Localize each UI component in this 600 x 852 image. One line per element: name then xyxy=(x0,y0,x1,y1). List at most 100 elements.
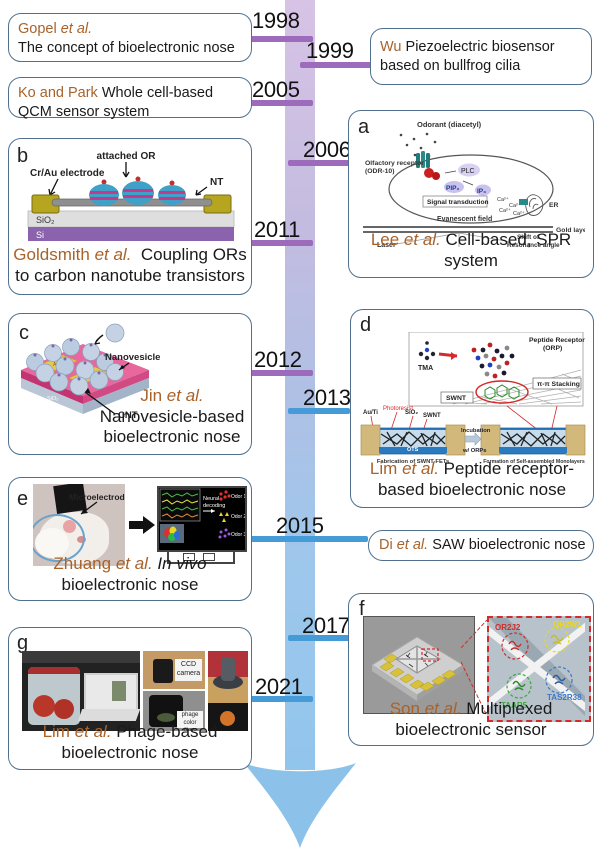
signal-box xyxy=(422,195,488,208)
ca-label: Ca²⁺ xyxy=(497,196,509,203)
chip-side xyxy=(372,665,417,701)
caption-line2: bioelectronic nose xyxy=(61,574,199,594)
caption-line1: Peptide receptor- xyxy=(443,458,575,478)
peptide-receptor-label-2: (ORP) xyxy=(543,345,562,352)
plc-bubble xyxy=(458,163,480,177)
timeline-shaft xyxy=(285,0,315,770)
microelectrode-label: Microelectrode xyxy=(69,492,125,502)
panel-c-caption: Jin et al. Nanovesicle-based bioelectron… xyxy=(97,386,247,448)
detached-vesicle-icon xyxy=(105,323,125,343)
chip-base-right xyxy=(83,378,149,414)
panel-letter-g: g xyxy=(17,632,29,654)
author-name: Lim xyxy=(42,721,70,741)
ip3-label: IP₃ xyxy=(477,188,486,195)
nanovesicle-chip-schematic: Au/Ni Au/Ni SiO₂ Nanovesicle xyxy=(21,323,160,421)
stand-button xyxy=(183,553,195,561)
year-label-2015: 2015 xyxy=(276,513,324,538)
shift-label-1: Shift of xyxy=(517,234,540,241)
incubation-arrow-icon xyxy=(464,432,482,446)
year-label-1998: 1998 xyxy=(252,8,300,33)
milestone-text-line2: QCM sensor system xyxy=(18,103,150,120)
panel-d-caption: Lim et al. Peptide receptor- based bioel… xyxy=(351,458,593,501)
curved-arrow-icon xyxy=(94,334,104,345)
or2j2-molecule-icon xyxy=(508,640,522,651)
si-layer xyxy=(28,227,234,241)
tick-2006 xyxy=(288,160,350,166)
author-name: Wu xyxy=(380,39,402,55)
fruit xyxy=(220,711,235,726)
panel-e-zhuang-box: e Microelectrode xyxy=(8,477,252,601)
tick-2012 xyxy=(248,370,313,376)
year-label-2021: 2021 xyxy=(255,674,303,699)
or2j2-circle xyxy=(501,632,529,660)
arrow-line xyxy=(84,391,116,415)
caption-line1: Multiplexed xyxy=(466,698,553,718)
receptor-discs xyxy=(89,176,186,206)
author-name: Gopel xyxy=(18,21,57,37)
panel-a-lee-box: a Odorant (diacetyl) Olfactory receptor … xyxy=(348,110,594,278)
odor1-label: Odor 1 xyxy=(231,494,245,500)
pip2-label: PIP₂ xyxy=(446,185,459,192)
peptide-cluster-icon xyxy=(471,342,515,379)
milestone-text: SAW bioelectronic nose xyxy=(432,537,586,553)
author-name: Jin xyxy=(140,385,163,405)
monitor-stand xyxy=(167,550,235,564)
swnt2-label: SWNT xyxy=(423,413,441,419)
device-on-belt-photo xyxy=(208,651,248,731)
or2w1-label: OR2W1 xyxy=(553,620,582,629)
caption-line2: bioelectronic nose xyxy=(103,427,241,447)
tick-2021 xyxy=(248,696,313,702)
laser-label: Laser xyxy=(377,242,396,249)
ca-label: Ca²⁺ xyxy=(499,207,511,214)
caption-line1: Coupling ORs xyxy=(140,244,247,264)
ca-label: Ca²⁺ xyxy=(509,202,521,209)
odor2-label: Odor 2 xyxy=(231,514,245,520)
camera-device xyxy=(153,659,173,683)
aromatic-rings-icon xyxy=(484,384,520,400)
nt-label: NT xyxy=(210,177,223,188)
monitor-frame: Neural decoding Odor 1 Odor 2 Odor 3 xyxy=(157,486,247,552)
receptor-quadrants-inset: OR2J2 OR2W1 TAAR5 TAS2R38 xyxy=(487,616,591,722)
milestone-text-line1: Whole cell-based xyxy=(101,85,214,101)
caption-line2: bioelectronic sensor xyxy=(395,719,547,739)
ip3-bubble xyxy=(475,184,491,196)
odor3-label: Odor 3 xyxy=(231,532,245,538)
author-name: Ko and Park xyxy=(18,85,98,101)
black-arrow-icon xyxy=(129,516,155,534)
tick-1998 xyxy=(248,36,313,42)
year-label-2006: 2006 xyxy=(303,137,351,162)
annotation-circle xyxy=(33,514,85,562)
signal-label: Signal transduction xyxy=(427,199,489,206)
odor2-triangles xyxy=(219,512,229,522)
panel-letter-b: b xyxy=(17,145,29,167)
tick-2011 xyxy=(248,240,313,246)
tas2r38-circle xyxy=(545,666,573,694)
odorant-label: Odorant (diacetyl) xyxy=(417,120,482,129)
monitor-screen: Neural decoding Odor 1 Odor 2 Odor 3 xyxy=(159,488,247,543)
neural-label-2: decoding xyxy=(203,503,225,509)
zoom-connector-lines xyxy=(461,619,488,717)
sensor-chip-render xyxy=(363,616,475,714)
tick-2017 xyxy=(288,635,350,641)
laser-rays xyxy=(390,232,512,247)
tick-2013 xyxy=(288,408,350,414)
author-etal: et al. xyxy=(166,385,204,405)
milestone-1998-gopel-box: Gopel et al. The concept of bioelectroni… xyxy=(8,13,252,62)
receptor-label-1: Olfactory receptor xyxy=(365,160,424,167)
panel-letter-f: f xyxy=(359,598,365,620)
author-etal: et al. xyxy=(396,537,429,553)
phage-films-label: phage color films xyxy=(177,711,203,731)
year-label-2011: 2011 xyxy=(254,217,301,242)
milestone-2005-ko-box: Ko and Park Whole cell-based QCM sensor … xyxy=(8,77,252,120)
author-name: Zhuang xyxy=(53,553,112,573)
phage-label-2: films xyxy=(183,727,197,731)
attached-or-label: attached OR xyxy=(97,151,157,162)
milestone-text-line2: based on bullfrog cilia xyxy=(380,57,521,74)
zoom-region-outline xyxy=(421,648,439,662)
er-organelle-icon xyxy=(525,194,544,216)
panel-f-caption: Son et al. Multiplexed bioelectronic sen… xyxy=(349,698,593,741)
panel-c-jin-box: c Au/Ni Au/Ni SiO₂ xyxy=(8,313,252,455)
sio2-label: SiO₂ xyxy=(36,215,55,225)
device-base xyxy=(213,675,243,689)
